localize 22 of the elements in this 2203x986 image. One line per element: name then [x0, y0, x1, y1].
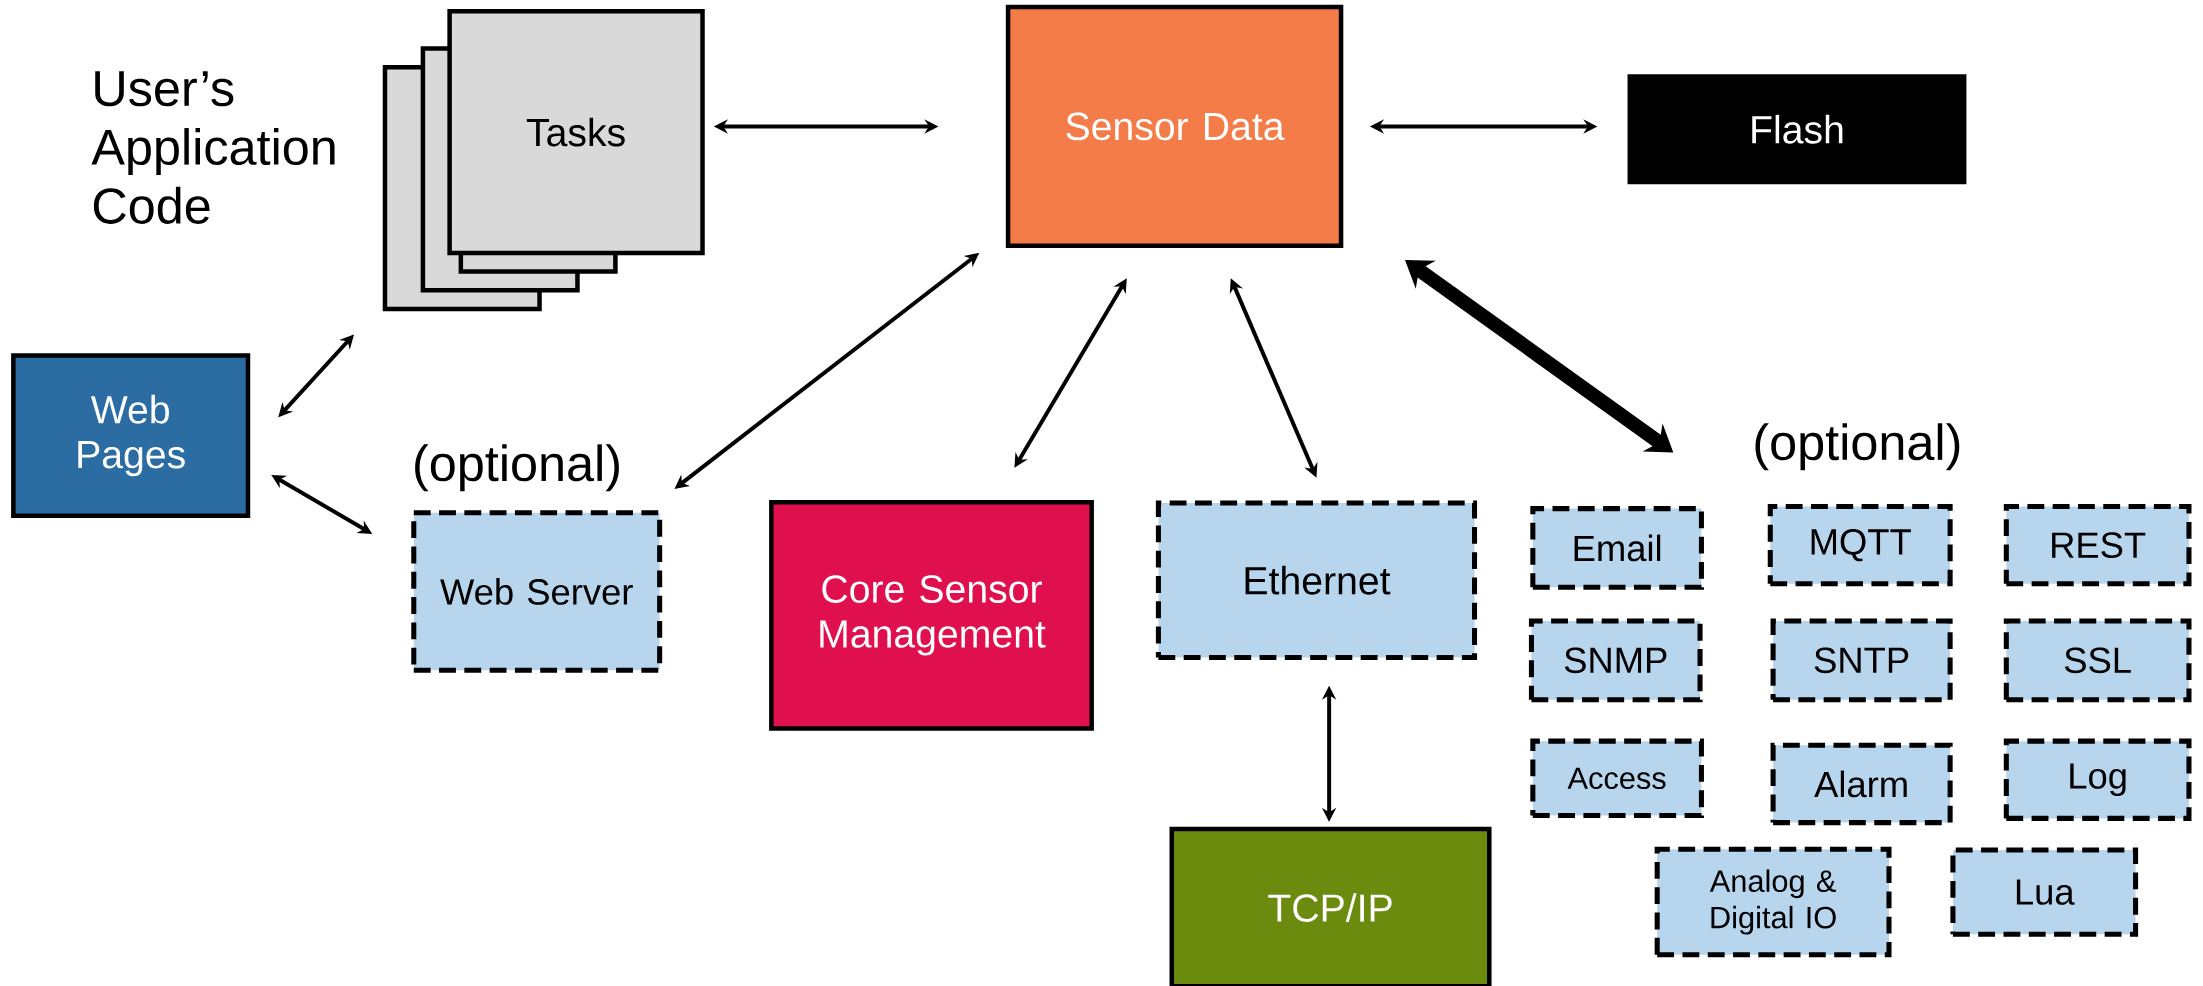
process-box: Core Sensor Management: [769, 499, 1094, 731]
process-box: TCP/IP: [1169, 826, 1492, 986]
module-box: Lua: [1950, 847, 2139, 937]
module-box: MQTT: [1767, 503, 1953, 587]
process-box: Sensor Data: [1005, 4, 1344, 248]
process-box: Web Pages: [11, 353, 251, 518]
module-box: Access: [1530, 738, 1704, 818]
module-box: Email: [1530, 505, 1704, 590]
optional-box: Ethernet: [1155, 500, 1478, 660]
beside-label: (optional): [415, 444, 619, 492]
group-heading: (optional): [1755, 423, 1960, 471]
module-box: Alarm: [1770, 742, 1953, 825]
module-box: Log: [2003, 738, 2192, 821]
module-box: REST: [2003, 503, 2192, 587]
document-stack: Tasks: [382, 8, 705, 312]
beside-label: User’s Application Code: [91, 71, 335, 224]
process-box: Flash: [1627, 74, 1967, 185]
module-box: SNTP: [1770, 618, 1953, 703]
module-box: Analog & Digital IO: [1654, 846, 1892, 958]
module-box: SSL: [2003, 618, 2192, 703]
optional-box: Web Server: [411, 510, 663, 673]
module-box: SNMP: [1528, 618, 1703, 703]
